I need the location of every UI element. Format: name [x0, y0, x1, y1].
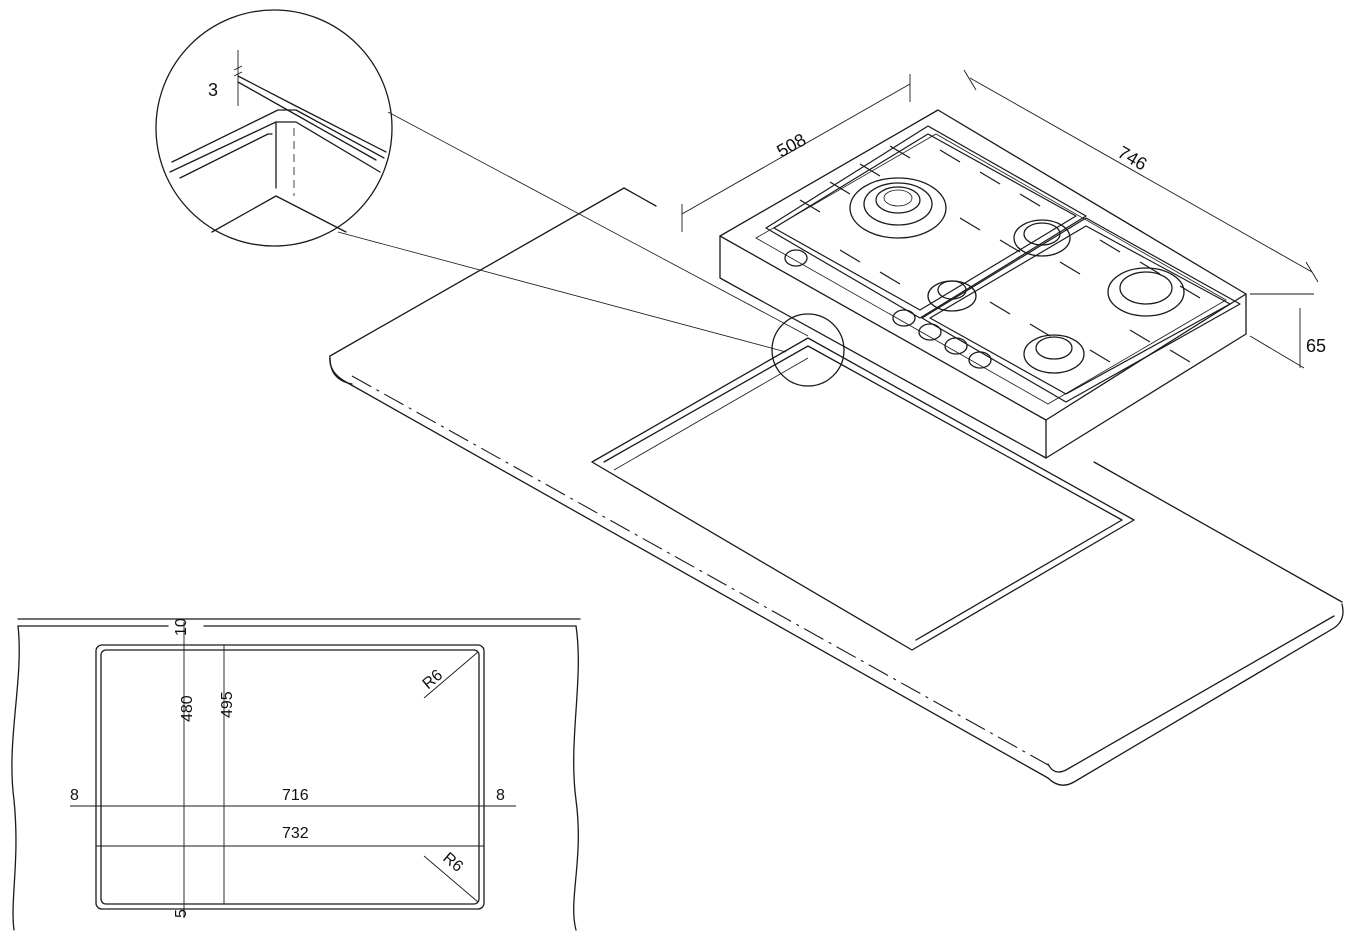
cutout-top-margin-label: 10: [173, 618, 190, 636]
cutout-depth-label: 480: [179, 695, 196, 722]
worktop: [330, 188, 1343, 785]
gap-dimension-label: 3: [208, 80, 218, 100]
cutout-bottom-margin-label: 5: [173, 909, 190, 918]
right-margin-label: 8: [496, 787, 505, 804]
cutout-plan-view: [12, 619, 580, 930]
control-knobs: [785, 250, 991, 368]
burner-medium-left: [1014, 220, 1070, 256]
overall-width-label: 732: [282, 825, 309, 842]
bottom-corner-radius-label: R6: [439, 849, 466, 875]
wok-burner: [850, 178, 946, 238]
corner-detail-magnifier: [156, 10, 808, 352]
hob-depth-label: 508: [773, 129, 809, 161]
top-corner-radius-label: R6: [420, 667, 447, 693]
hob-height-label: 65: [1306, 336, 1326, 356]
corner-highlight-circle: [772, 314, 844, 386]
burner-medium-front: [1024, 335, 1084, 373]
cutout-width-label: 716: [282, 787, 309, 804]
gas-hob: [682, 70, 1318, 458]
burner-small: [928, 281, 976, 311]
left-margin-label: 8: [70, 787, 79, 804]
overall-depth-label: 495: [219, 691, 236, 718]
hob-width-label: 746: [1114, 142, 1150, 174]
burner-large-right: [1108, 268, 1184, 316]
